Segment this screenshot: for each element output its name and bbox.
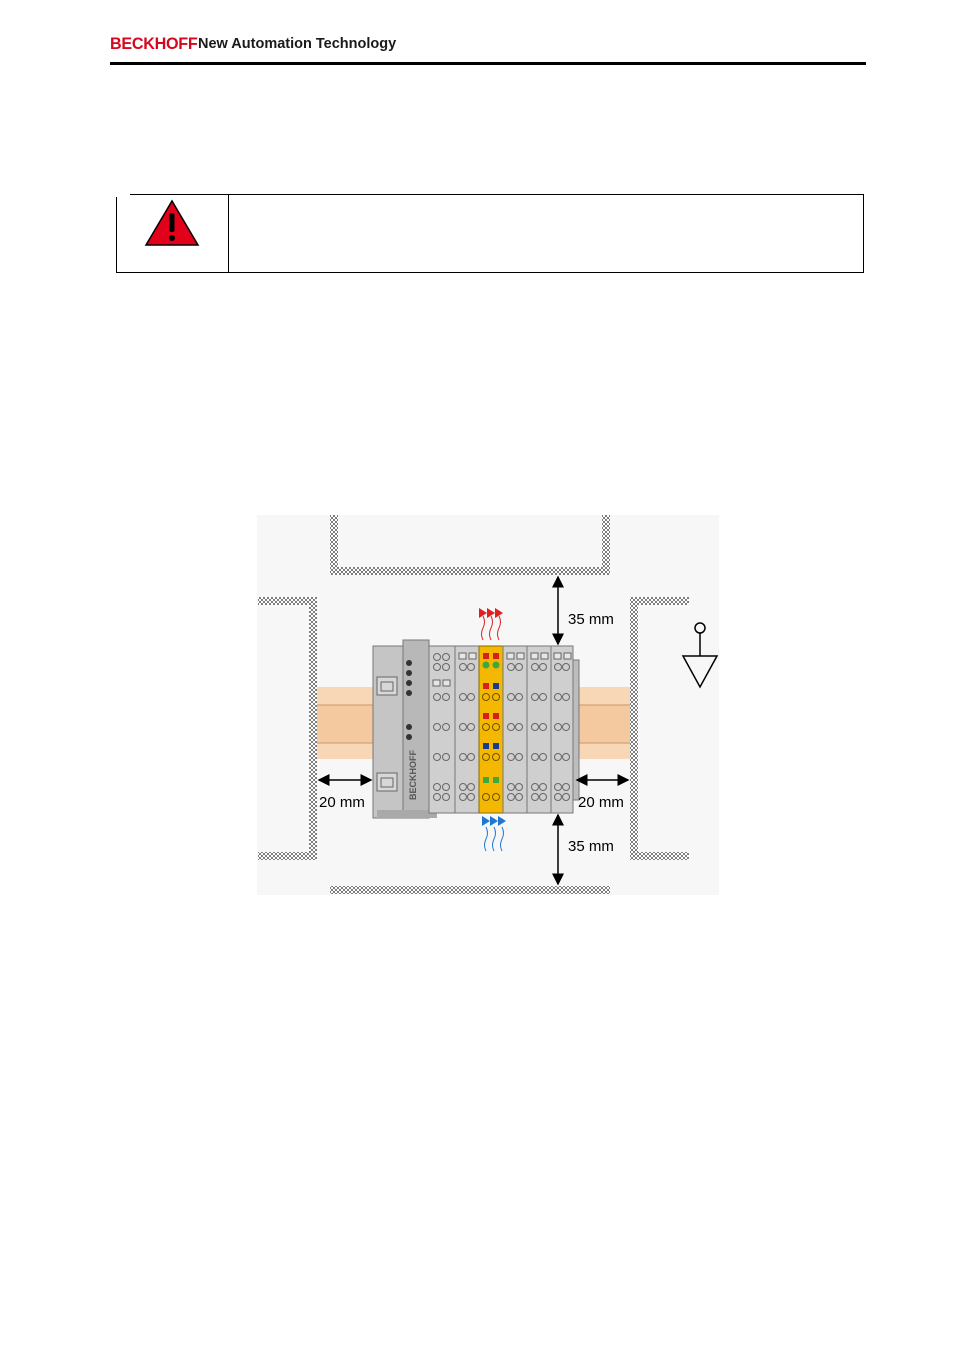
cool-air-arrows-icon bbox=[482, 816, 506, 852]
bottom-clearance-label: 35 mm bbox=[568, 838, 614, 855]
ground-symbol-icon bbox=[681, 622, 719, 689]
io-terminals bbox=[428, 645, 580, 814]
installation-clearance-figure: BECKHOFF bbox=[257, 515, 719, 895]
top-wall bbox=[330, 515, 610, 575]
clearance-diagram: BECKHOFF bbox=[257, 515, 719, 895]
warning-divider bbox=[228, 195, 229, 272]
bus-coupler: BECKHOFF bbox=[372, 639, 437, 819]
header-rule bbox=[110, 62, 866, 65]
coupler-brand-text: BECKHOFF bbox=[408, 750, 418, 800]
hot-air-arrows-icon bbox=[479, 608, 503, 641]
warning-triangle-icon bbox=[144, 199, 200, 246]
right-clearance-label: 20 mm bbox=[578, 794, 624, 811]
right-wall bbox=[630, 597, 689, 860]
safety-terminal-leds bbox=[482, 653, 500, 801]
bottom-wall bbox=[330, 886, 610, 894]
left-wall bbox=[258, 597, 317, 860]
brand-logo: BECKHOFF bbox=[110, 34, 198, 53]
top-clearance-label: 35 mm bbox=[568, 611, 614, 628]
page-header: BECKHOFF New Automation Technology bbox=[110, 30, 866, 66]
warning-box bbox=[116, 194, 864, 273]
left-clearance-label: 20 mm bbox=[319, 794, 365, 811]
brand-tagline: New Automation Technology bbox=[198, 36, 397, 52]
